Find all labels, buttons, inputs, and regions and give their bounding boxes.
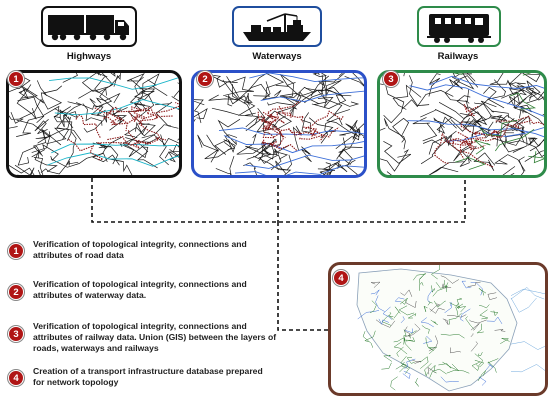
step-badge-4: 4: [8, 370, 24, 386]
railways-icon-box: [417, 6, 501, 47]
highways-icon-box: [41, 6, 137, 47]
waterways-label: Waterways: [252, 51, 302, 62]
railway-map-panel: [377, 70, 547, 178]
step-badge-2: 2: [8, 284, 24, 300]
step-text-3: Verification of topological integrity, c…: [33, 321, 277, 353]
road-network-map: [9, 73, 179, 175]
truck-icon: [48, 14, 129, 40]
railways-label: Railways: [437, 51, 479, 62]
waterway-network-map: [194, 73, 364, 175]
locomotive-icon: [427, 13, 491, 43]
cargo-ship-icon: [243, 12, 311, 41]
waterway-map-panel: [191, 70, 367, 178]
step-text-2: Verification of topological integrity, c…: [33, 279, 247, 300]
map-badge-2: 2: [197, 71, 213, 87]
map-badge-3: 3: [383, 71, 399, 87]
step-badge-3: 3: [8, 326, 24, 342]
railway-network-map: [380, 73, 544, 175]
step-text-1: Verification of topological integrity, c…: [33, 239, 247, 260]
map-badge-1: 1: [8, 71, 24, 87]
step-badge-1: 1: [8, 243, 24, 259]
highways-label: Highways: [66, 51, 112, 62]
step-text-4: Creation of a transport infrastructure d…: [33, 366, 263, 387]
union-map-panel: [328, 262, 548, 396]
waterways-icon-box: [232, 6, 322, 47]
map-badge-4: 4: [333, 270, 349, 286]
road-map-panel: [6, 70, 182, 178]
transport-database-map: [356, 265, 545, 392]
